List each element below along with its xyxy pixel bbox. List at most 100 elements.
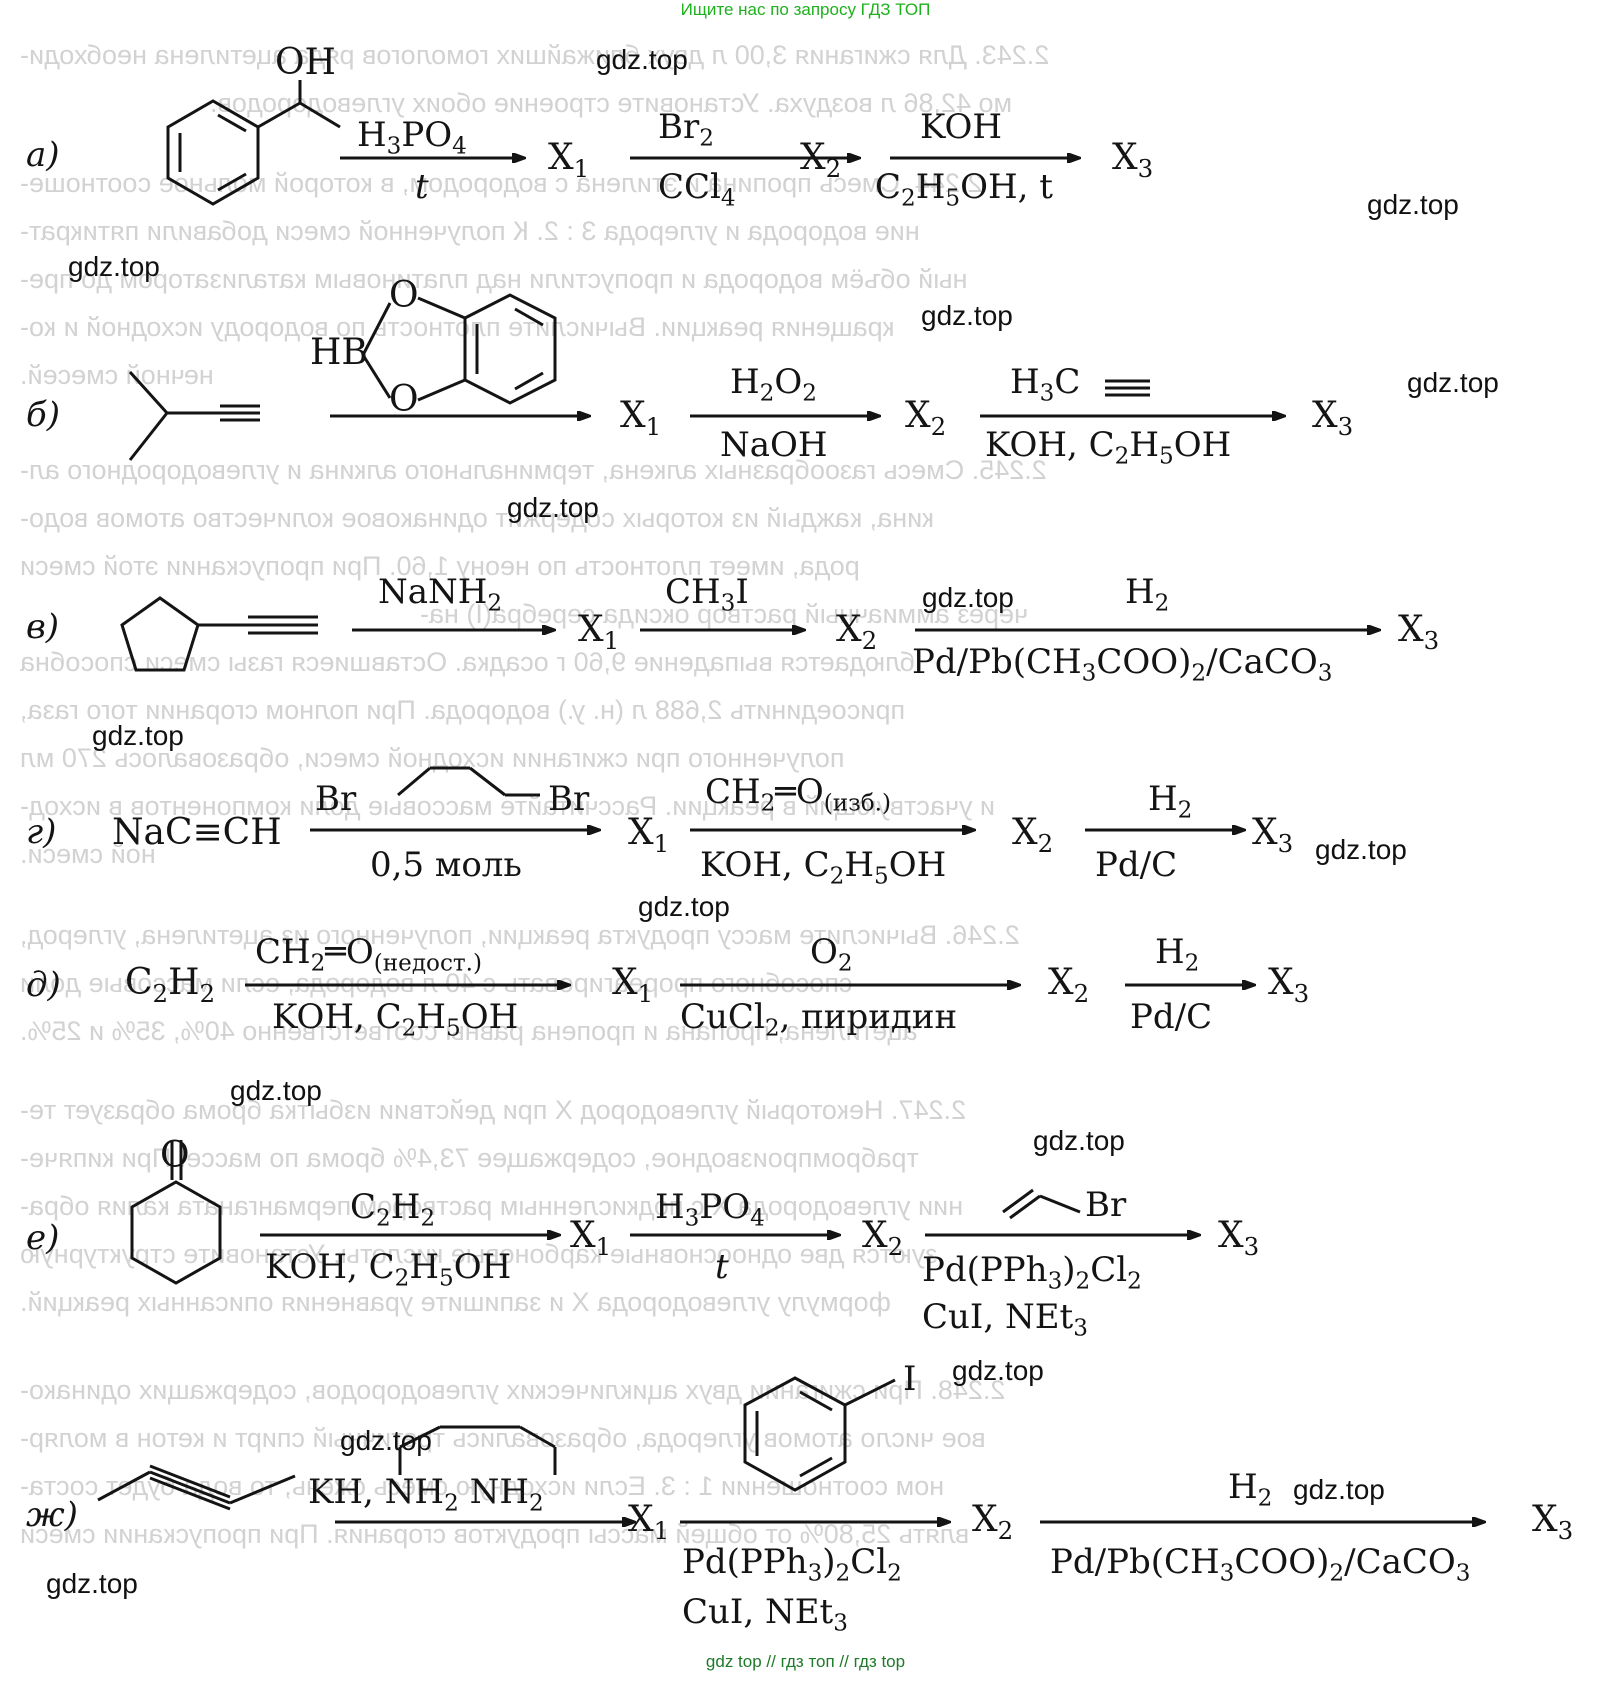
site-header[interactable]: Ищите нас по запросу ГДЗ ТОП (680, 0, 931, 19)
reagent-e2-bot: t (715, 1247, 729, 1287)
product-x3: X3 (1532, 1499, 1574, 1545)
bleed-line: 2.245. Смесь газообразных алкена, термин… (20, 455, 1047, 485)
reagent-zh2-bot2: CuI, NEt3 (682, 1592, 848, 1637)
bleed-line: ние водорода и углерода 3 : 2. К получен… (20, 216, 920, 246)
reagent-e1-bot: KOH, C2H5OH (265, 1247, 512, 1292)
product-x1: X1 (628, 1499, 670, 1545)
product-x3: X3 (1268, 962, 1310, 1008)
reagent-e2-top: H3PO4 (655, 1187, 765, 1232)
reagent-g3-top: H2 (1148, 779, 1193, 824)
reagent-g2-bot: KOH, C2H5OH (700, 845, 947, 890)
reagent-e1-top: C2H2 (350, 1187, 436, 1232)
watermark: gdz.top (1407, 367, 1499, 398)
reagent-d1-top: CH2═O(недост.) (255, 932, 483, 977)
product-x3: X3 (1252, 812, 1294, 858)
bleed-line: формулу углеводорода Х и запишите уравне… (20, 1287, 891, 1317)
product-x2: X2 (972, 1499, 1014, 1545)
label-a: а) (26, 135, 60, 175)
bleed-line: 2.243. Для сжигания 3,00 л двух ближайши… (20, 40, 1050, 70)
product-x3: X3 (1112, 137, 1154, 183)
label-zh: ж) (26, 1495, 78, 1535)
reagent-a3-bot: C2H5OH, t (875, 167, 1053, 212)
watermark: gdz.top (921, 300, 1013, 331)
watermark: gdz.top (922, 582, 1014, 613)
reagent-d2-top: O2 (810, 932, 853, 977)
product-x1: X1 (548, 137, 590, 183)
product-x3: X3 (1218, 1215, 1260, 1261)
product-x2: X2 (800, 137, 842, 183)
product-x2: X2 (1012, 812, 1054, 858)
reagent-zh1-top: KH, NH2 NH2 (308, 1472, 544, 1517)
bromine-atom: Br (548, 779, 590, 819)
reagent-a3-top: KOH (920, 107, 1003, 147)
reagent-b2-top: H2O2 (730, 362, 817, 407)
hydroxyl-group: OH (275, 42, 336, 83)
carbonyl-oxygen: O (160, 1135, 190, 1176)
watermark: gdz.top (68, 251, 160, 282)
label-v: в) (26, 607, 60, 647)
site-footer[interactable]: gdz top // гдз топ // гдз top (705, 1652, 906, 1671)
reagent-a2-bot: CCl4 (658, 167, 736, 212)
watermark: gdz.top (1033, 1125, 1125, 1156)
reagent-a1-top: H3PO4 (357, 115, 467, 160)
product-x2: X2 (862, 1215, 904, 1261)
reagent-g2-top: CH2═O(изб.) (705, 772, 892, 817)
bleed-line: вое число атомов углерода, образовались … (20, 1423, 986, 1453)
product-x2: X2 (1048, 962, 1090, 1008)
product-x2: X2 (905, 395, 947, 441)
label-g: г) (26, 812, 57, 852)
reagent-a2-top: Br2 (658, 107, 714, 152)
reagent-e3-bot2: CuI, NEt3 (922, 1297, 1088, 1342)
watermark: gdz.top (92, 720, 184, 751)
watermark: gdz.top (952, 1355, 1044, 1386)
reagent-v2-top: CH3I (665, 572, 749, 617)
bromine-atom: Br (1085, 1185, 1127, 1225)
reagent-g3-bot: Pd/C (1095, 845, 1178, 885)
bleed-line: трабромпроизводное, содержащее 73,4% бро… (20, 1143, 919, 1173)
reagent-b3-bot: KOH, C2H5OH (985, 425, 1232, 470)
product-x2: X2 (836, 609, 878, 655)
bleed-line: 2.247. Некоторый углеводород Х при дейст… (20, 1095, 967, 1125)
bleed-line: нечной смесей. (20, 360, 214, 390)
bleed-line: нии углеводорода Х с подкисленным раство… (20, 1191, 964, 1221)
product-x3: X3 (1398, 609, 1440, 655)
reagent-e3-bot1: Pd(PPh3)2Cl2 (922, 1250, 1142, 1295)
reagent-zh3-top: H2 (1228, 1467, 1273, 1512)
acetylene: C2H2 (125, 962, 216, 1008)
product-x3: X3 (1312, 395, 1354, 441)
reagent-zh3-bot: Pd/Pb(CH3COO)2/CaCO3 (1050, 1542, 1471, 1587)
propyne-methyl: H3C (1010, 362, 1081, 407)
boron-hydride: HB (310, 332, 368, 373)
reagent-b2-bot: NaOH (720, 425, 828, 465)
product-x1: X1 (578, 609, 620, 655)
bleed-line: кина, каждый из которых содержит одинако… (20, 503, 935, 533)
product-x1: X1 (620, 395, 662, 441)
watermark: gdz.top (1293, 1474, 1385, 1505)
label-b: б) (26, 395, 61, 435)
watermark: gdz.top (596, 44, 688, 75)
bleed-line: ный объём водорода и пропустили над плат… (20, 264, 968, 294)
bromine-atom: Br (315, 779, 357, 819)
watermark: gdz.top (340, 1425, 432, 1456)
product-x1: X1 (628, 812, 670, 858)
reagent-v3-top: H2 (1125, 572, 1170, 617)
bleed-line: мо 42,86 л воздуха. Установите строение … (210, 88, 1013, 118)
watermark: gdz.top (507, 492, 599, 523)
reagent-zh2-bot1: Pd(PPh3)2Cl2 (682, 1542, 902, 1587)
bleed-line: кращения реакции. Вычислите плотность по… (20, 312, 895, 342)
label-d: д) (26, 965, 61, 1005)
label-e: е) (26, 1218, 60, 1258)
product-x1: X1 (570, 1215, 612, 1261)
reagent-g1-bot: 0,5 моль (370, 845, 522, 885)
bleed-line: блюдается выпадение 9,60 г осадка. Остав… (20, 647, 916, 677)
product-x1: X1 (612, 962, 654, 1008)
watermark: gdz.top (46, 1568, 138, 1599)
watermark: gdz.top (638, 891, 730, 922)
watermark: gdz.top (1367, 189, 1459, 220)
bleed-line: 2.248. При сжигании двух ациклических уг… (20, 1375, 1006, 1405)
reagent-d1-bot: KOH, C2H5OH (272, 997, 519, 1042)
reagent-d3-bot: Pd/C (1130, 997, 1213, 1037)
bleed-line: 2.246. Вычислите массу продукта реакции,… (20, 920, 1020, 950)
reagent-a1-bot: t (415, 167, 429, 207)
reagent-v3-bot: Pd/Pb(CH3COO)2/CaCO3 (912, 642, 1333, 687)
